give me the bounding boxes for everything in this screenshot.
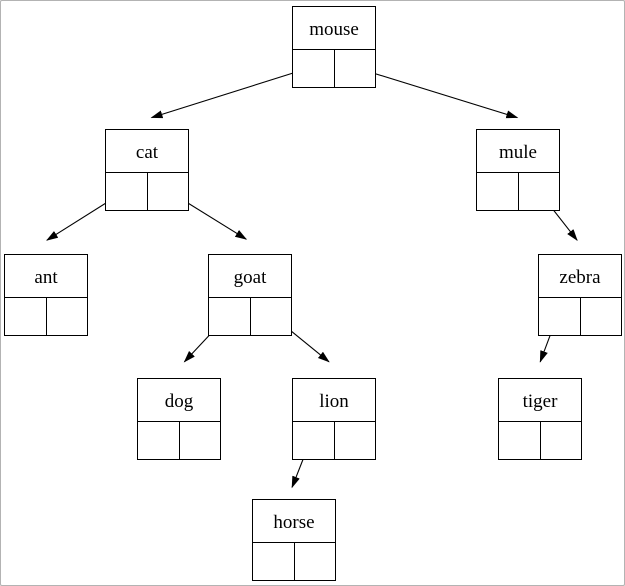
right-pointer-cell — [180, 422, 221, 459]
pointer-cells — [499, 422, 581, 459]
pointer-cells — [209, 298, 291, 335]
right-pointer-cell — [47, 298, 88, 335]
right-pointer-cell — [581, 298, 622, 335]
pointer-cells — [477, 173, 559, 210]
left-pointer-cell — [209, 298, 251, 335]
node-label: horse — [253, 500, 335, 543]
left-pointer-cell — [5, 298, 47, 335]
tree-node-dog: dog — [137, 378, 221, 460]
tree-node-ant: ant — [4, 254, 88, 336]
tree-node-horse: horse — [252, 499, 336, 581]
right-pointer-cell — [519, 173, 560, 210]
node-label: tiger — [499, 379, 581, 422]
left-pointer-cell — [253, 543, 295, 580]
node-label: ant — [5, 255, 87, 298]
left-pointer-cell — [477, 173, 519, 210]
tree-node-mouse: mouse — [292, 6, 376, 88]
tree-node-tiger: tiger — [498, 378, 582, 460]
pointer-cells — [106, 173, 188, 210]
node-label: dog — [138, 379, 220, 422]
node-label: mouse — [293, 7, 375, 50]
pointer-cells — [539, 298, 621, 335]
pointer-cells — [293, 422, 375, 459]
pointer-cells — [138, 422, 220, 459]
right-pointer-cell — [251, 298, 292, 335]
right-pointer-cell — [295, 543, 336, 580]
right-pointer-cell — [148, 173, 189, 210]
node-label: zebra — [539, 255, 621, 298]
edge-mouse-left-to-cat — [150, 66, 314, 119]
left-pointer-cell — [539, 298, 581, 335]
left-pointer-cell — [138, 422, 180, 459]
left-pointer-cell — [293, 422, 335, 459]
right-pointer-cell — [335, 50, 376, 87]
pointer-cells — [5, 298, 87, 335]
node-label: cat — [106, 130, 188, 173]
left-pointer-cell — [499, 422, 541, 459]
right-pointer-cell — [335, 422, 376, 459]
tree-node-goat: goat — [208, 254, 292, 336]
tree-node-zebra: zebra — [538, 254, 622, 336]
node-label: lion — [293, 379, 375, 422]
edge-mouse-right-to-mule — [352, 66, 519, 119]
pointer-cells — [253, 543, 335, 580]
left-pointer-cell — [106, 173, 148, 210]
node-label: goat — [209, 255, 291, 298]
right-pointer-cell — [541, 422, 582, 459]
tree-node-lion: lion — [292, 378, 376, 460]
tree-node-mule: mule — [476, 129, 560, 211]
tree-node-cat: cat — [105, 129, 189, 211]
left-pointer-cell — [293, 50, 335, 87]
node-label: mule — [477, 130, 559, 173]
pointer-cells — [293, 50, 375, 87]
